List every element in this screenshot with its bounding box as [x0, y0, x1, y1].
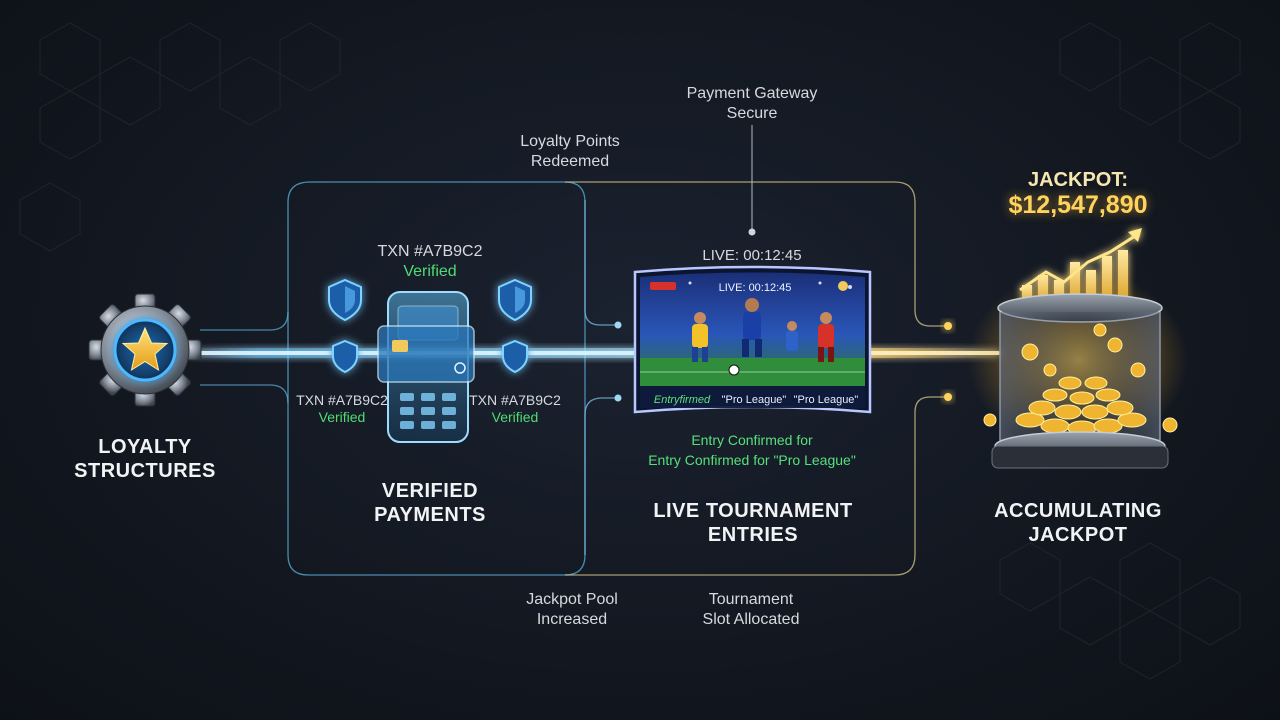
outer-top-connector [565, 181, 945, 327]
jackpot-jar-icon [968, 228, 1188, 469]
slot-allocated-line2: Slot Allocated [702, 611, 800, 628]
payments-title-line2: PAYMENTS [374, 504, 486, 526]
live-timer-label: LIVE: 00:12:45 [702, 247, 802, 264]
shield-icon-top-left [328, 278, 362, 322]
verified-payments-title: VERIFIED PAYMENTS [340, 479, 520, 527]
gear-to-payments-top [200, 311, 289, 331]
jackpot-title-line2: JACKPOT [1028, 524, 1128, 546]
entry-confirmed-text: Entry Confirmed for Entry Confirmed for … [602, 430, 902, 470]
txn-top-id: TXN #A7B9C2 [377, 243, 483, 260]
loyalty-points-annotation: Loyalty Points Redeemed [470, 132, 670, 172]
shield-icon-mid-left [332, 339, 358, 374]
gateway-annotation: Payment Gateway Secure [652, 84, 852, 124]
growth-chart-icon [1019, 228, 1142, 307]
entry-confirmed-line2: Entry Confirmed for "Pro League" [648, 452, 856, 468]
gold-flow-beam [860, 348, 1000, 358]
gear-to-payments-bottom [200, 384, 289, 404]
txn-left-id: TXN #A7B9C2 [296, 392, 388, 408]
shield-icon-top-right [498, 278, 532, 322]
loyalty-points-line1: Loyalty Points [520, 133, 620, 150]
jackpot-title-line1: ACCUMULATING [994, 500, 1162, 522]
txn-left: TXN #A7B9C2 Verified [272, 392, 412, 426]
jackpot-pool-annotation: Jackpot Pool Increased [472, 590, 672, 630]
gateway-line2: Secure [726, 105, 778, 122]
live-tournament-screen [633, 265, 872, 414]
live-tournament-title: LIVE TOURNAMENT ENTRIES [622, 499, 884, 547]
loyalty-points-line2: Redeemed [530, 153, 610, 170]
txn-right: TXN #A7B9C2 Verified [445, 392, 585, 426]
screen-timer: LIVE: 00:12:45 [718, 282, 792, 294]
connector-lines [200, 125, 945, 576]
gateway-dot [748, 228, 756, 236]
gear-star-icon [88, 293, 202, 407]
ticker-item-1: Entryfirmed [653, 394, 711, 406]
payments-title-line1: VERIFIED [381, 480, 479, 502]
txn-right-status: Verified [491, 409, 539, 425]
jackpot-pool-line2: Increased [536, 611, 608, 628]
slot-allocated-annotation: Tournament Slot Allocated [651, 590, 851, 630]
top-connector-dot [614, 321, 622, 329]
txn-right-id: TXN #A7B9C2 [469, 392, 561, 408]
gateway-line1: Payment Gateway [686, 85, 818, 102]
accumulating-jackpot-title: ACCUMULATING JACKPOT [970, 499, 1186, 547]
hex-background [19, 22, 1241, 680]
tournament-title-line2: ENTRIES [707, 524, 799, 546]
bottom-connector [584, 397, 615, 555]
ticker-item-2: "Pro League" [721, 394, 787, 406]
jackpot-value: $12,547,890 [1008, 191, 1148, 219]
player-figures [692, 298, 834, 376]
shield-icon-mid-right [502, 339, 528, 374]
tournament-title-line1: LIVE TOURNAMENT [653, 500, 853, 522]
txn-top: TXN #A7B9C2 Verified [350, 242, 510, 282]
txn-top-status: Verified [403, 263, 457, 280]
loyalty-structures-title: LOYALTY STRUCTURES [55, 435, 235, 483]
gold-coins [983, 323, 1178, 436]
entry-confirmed-line1: Entry Confirmed for [691, 432, 813, 448]
payment-terminal-icon [377, 291, 475, 443]
loyalty-title-line1: LOYALTY [98, 436, 192, 458]
slot-allocated-line1: Tournament [708, 591, 794, 608]
jackpot-bottom-dot [944, 393, 952, 401]
jackpot-top-dot [944, 322, 952, 330]
jackpot-pool-line1: Jackpot Pool [526, 591, 618, 608]
top-connector [584, 200, 615, 326]
loyalty-title-line2: STRUCTURES [74, 460, 216, 482]
ticker-item-3: "Pro League" [793, 394, 859, 406]
jackpot-label: JACKPOT: [1027, 169, 1128, 191]
bottom-connector-dot [614, 394, 622, 402]
txn-left-status: Verified [318, 409, 366, 425]
outer-bottom-connector [565, 396, 945, 576]
